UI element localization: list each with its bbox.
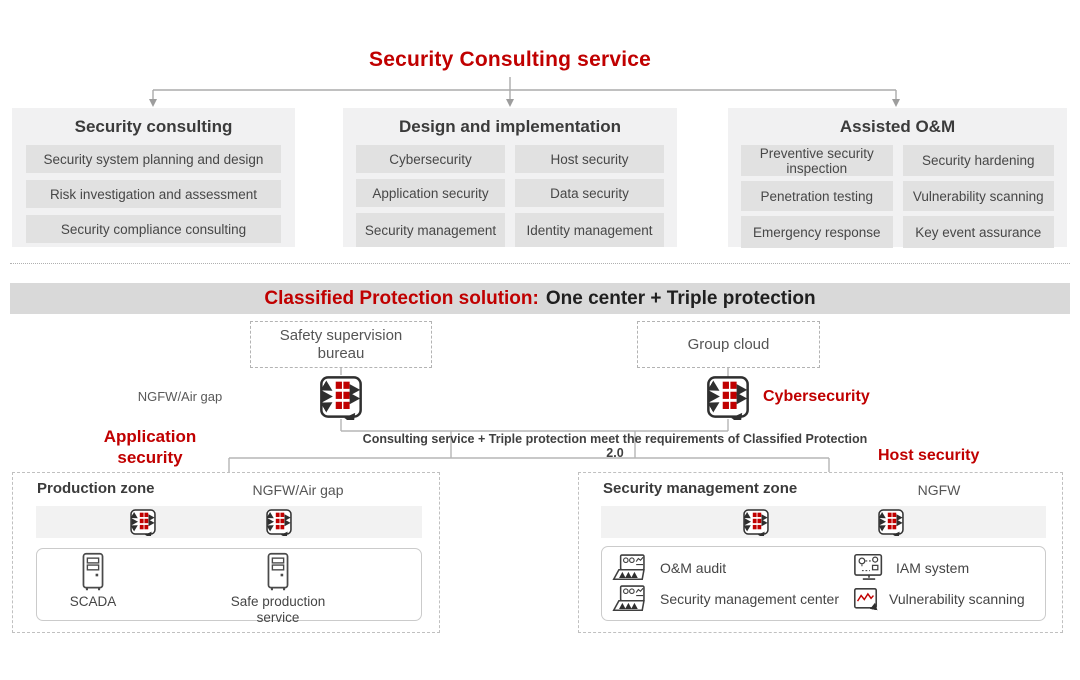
host-security-label: Host security — [878, 447, 980, 464]
security-tool-item: IAM system — [852, 552, 1037, 584]
assisted-om-heading: Assisted O&M — [839, 117, 956, 136]
group-cloud-label: Group cloud — [687, 335, 770, 353]
service-item: Data security — [515, 179, 664, 207]
security-management-center-icon — [612, 584, 650, 614]
firewall-icon — [742, 508, 770, 536]
ngfw-label: NGFW — [917, 482, 961, 498]
server-label: Safe production service — [230, 594, 326, 625]
security-tool-item: Vulnerability scanning — [852, 584, 1037, 616]
iam-system-icon — [852, 553, 886, 583]
dotted-separator — [10, 263, 1070, 264]
service-item: Host security — [515, 145, 664, 173]
security-tool-label: Security management center — [660, 591, 839, 608]
service-item: Security management — [356, 213, 505, 247]
application-security-label: Application security — [103, 427, 197, 467]
service-item: Security compliance consulting — [26, 215, 281, 243]
page-title: Security Consulting service — [369, 48, 651, 71]
design-implementation-box: Design and implementation Cybersecurity … — [343, 108, 677, 247]
service-item: Preventive security inspection — [741, 145, 893, 176]
service-item: Risk investigation and assessment — [26, 180, 281, 208]
service-item: Identity management — [515, 213, 664, 247]
band-title-black: One center + Triple protection — [545, 287, 816, 309]
security-management-zone: Security management zone NGFW O&M audit … — [578, 472, 1063, 633]
band-title-red: Classified Protection solution: — [264, 287, 539, 309]
safety-supervision-bureau-label: Safety supervision bureau — [279, 326, 403, 362]
service-item: Penetration testing — [741, 181, 893, 211]
security-tool-label: IAM system — [896, 559, 970, 576]
production-zone: Production zone NGFW/Air gap SCADA Safe … — [12, 472, 440, 633]
security-consulting-heading: Security consulting — [74, 117, 233, 136]
security-tool-item: Security management center — [612, 584, 852, 616]
production-zone-title: Production zone — [37, 480, 155, 497]
server-label: SCADA — [69, 594, 117, 609]
security-tool-label: O&M audit — [660, 559, 727, 576]
service-item: Security hardening — [902, 145, 1054, 176]
server-icon — [80, 552, 106, 592]
security-management-zone-title: Security management zone — [603, 480, 798, 497]
safety-supervision-bureau-node: Safety supervision bureau — [250, 321, 432, 368]
security-tools-box: O&M audit IAM system Security management… — [601, 546, 1046, 621]
assisted-om-box: Assisted O&M Preventive security inspect… — [728, 108, 1067, 248]
om-audit-icon — [612, 553, 650, 583]
firewall-icon — [318, 374, 364, 420]
vulnerability-scanning-icon — [852, 586, 879, 613]
firewall-band — [36, 506, 422, 538]
service-item: Key event assurance — [902, 216, 1054, 248]
security-tool-item: O&M audit — [612, 552, 852, 584]
firewall-icon — [705, 374, 751, 420]
service-item: Cybersecurity — [356, 145, 505, 173]
service-item: Application security — [356, 179, 505, 207]
firewall-band — [601, 506, 1046, 538]
group-cloud-node: Group cloud — [637, 321, 820, 368]
server-icon — [265, 552, 291, 592]
firewall-icon — [877, 508, 905, 536]
ngfw-air-gap-label: NGFW/Air gap — [252, 482, 344, 498]
server-item: SCADA — [43, 552, 143, 610]
server-item: Safe production service — [208, 552, 348, 626]
service-item: Security system planning and design — [26, 145, 281, 173]
service-item: Vulnerability scanning — [902, 181, 1054, 211]
cybersecurity-label: Cybersecurity — [763, 388, 870, 405]
security-consulting-box: Security consulting Security system plan… — [12, 108, 295, 247]
classified-protection-band: Classified Protection solution: One cent… — [10, 283, 1070, 314]
firewall-icon — [129, 508, 157, 536]
ngfw-air-gap-label: NGFW/Air gap — [137, 389, 223, 404]
consulting-note: Consulting service + Triple protection m… — [362, 432, 868, 460]
security-tool-label: Vulnerability scanning — [889, 591, 1025, 608]
service-item: Emergency response — [741, 216, 893, 248]
design-implementation-heading: Design and implementation — [399, 117, 621, 136]
firewall-icon — [265, 508, 293, 536]
